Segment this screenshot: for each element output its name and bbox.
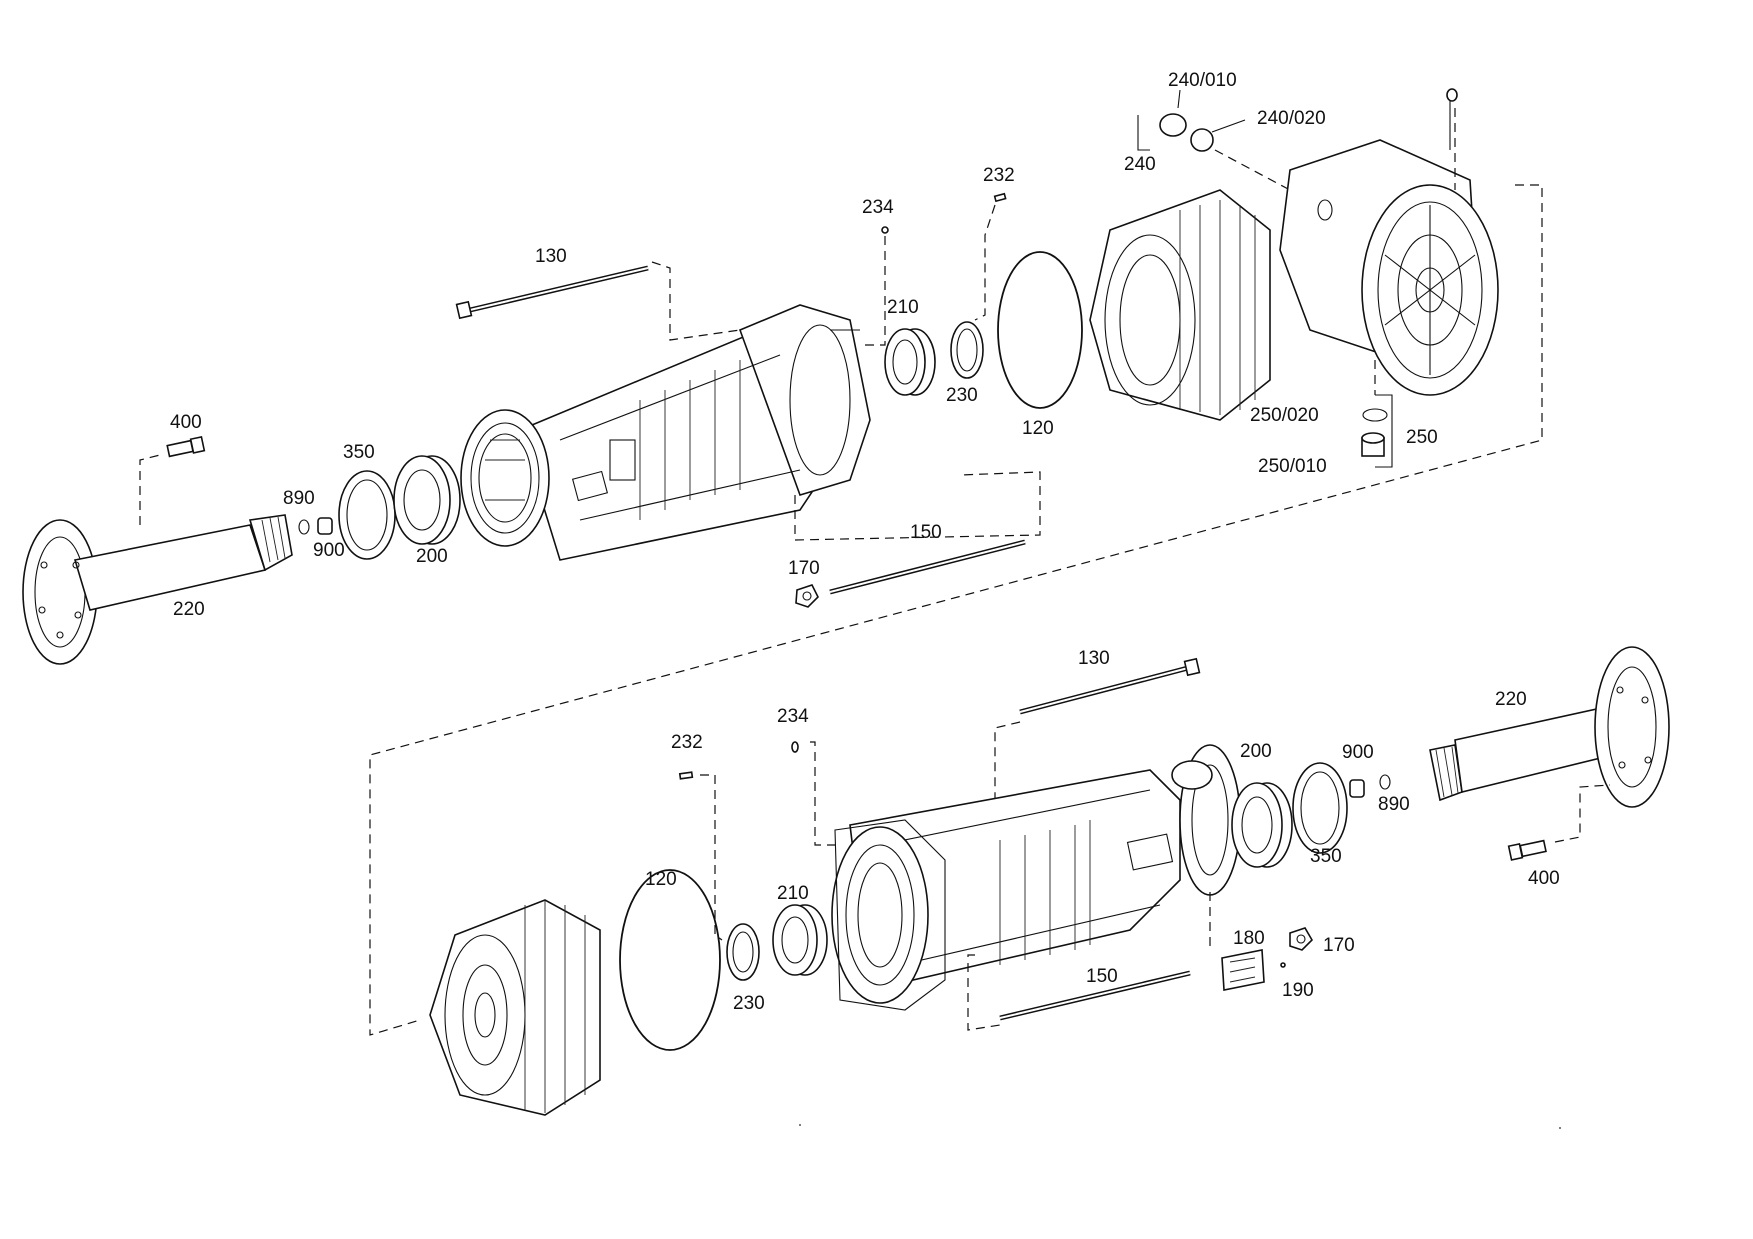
lower-nut-170 <box>1289 927 1314 951</box>
lower-bearing-210 <box>772 904 828 976</box>
label-upper-890: 890 <box>283 488 315 509</box>
lower-dash-232 <box>700 774 723 941</box>
label-lower-130: 130 <box>1078 648 1110 669</box>
label-upper-210: 210 <box>887 297 919 318</box>
upper-axle-shaft-220 <box>22 514 293 665</box>
lower-plate-180 <box>1221 949 1265 991</box>
label-upper-250: 250 <box>1406 427 1438 448</box>
upper-planetary-housing <box>1089 189 1271 421</box>
label-lower-180: 180 <box>1233 928 1265 949</box>
speck <box>799 1124 801 1126</box>
lower-bolt-130 <box>1019 657 1201 715</box>
label-upper-350: 350 <box>343 442 375 463</box>
upper-pin-232 <box>993 192 1007 203</box>
label-upper-170: 170 <box>788 558 820 579</box>
upper-dash-150 <box>794 471 1041 541</box>
label-upper-232: 232 <box>983 165 1015 186</box>
upper-dash-130 <box>651 261 741 341</box>
lower-planetary-housing <box>429 899 601 1116</box>
label-upper-240-010: 240/010 <box>1168 70 1237 91</box>
label-upper-120: 120 <box>1022 418 1054 439</box>
upper-ring-350 <box>338 470 396 560</box>
upper-ring-230 <box>950 321 984 379</box>
upper-assembly <box>22 88 1543 1036</box>
lower-dash-150 <box>967 954 1001 1031</box>
upper-dash-234 <box>860 236 886 346</box>
label-lower-120: 120 <box>645 869 677 890</box>
label-lower-400: 400 <box>1528 868 1560 889</box>
label-lower-220: 220 <box>1495 689 1527 710</box>
lower-bolt-400 <box>1507 839 1547 861</box>
label-lower-200: 200 <box>1240 741 1272 762</box>
upper-nut-170 <box>795 584 819 608</box>
upper-bracket-240 <box>1137 115 1150 151</box>
lower-rivet-190 <box>1280 962 1286 968</box>
label-lower-900: 900 <box>1342 742 1374 763</box>
label-upper-220: 220 <box>173 599 205 620</box>
upper-oring-120 <box>997 251 1083 409</box>
label-upper-200: 200 <box>416 546 448 567</box>
upper-bearing-200 <box>393 455 461 545</box>
lower-sleeve-900 <box>1349 779 1365 798</box>
label-lower-170: 170 <box>1323 935 1355 956</box>
upper-bearing-210 <box>884 328 936 396</box>
speck <box>1559 1127 1561 1129</box>
label-lower-150: 150 <box>1086 966 1118 987</box>
label-upper-150: 150 <box>910 522 942 543</box>
label-upper-250-010: 250/010 <box>1258 456 1327 477</box>
upper-plug-250-010 <box>1361 432 1385 457</box>
lower-dash-400 <box>1554 784 1611 843</box>
label-upper-900: 900 <box>313 540 345 561</box>
label-lower-210: 210 <box>777 883 809 904</box>
lower-dash-234 <box>810 741 840 846</box>
callout-labels: 130 234 232 210 230 120 240/010 240/020 … <box>170 70 1560 1014</box>
upper-bolt-130 <box>455 265 649 320</box>
upper-oring-250-020 <box>1362 408 1388 422</box>
upper-axle-housing <box>460 304 871 561</box>
upper-dash-400 <box>139 454 161 525</box>
label-upper-400: 400 <box>170 412 202 433</box>
upper-stud-150 <box>829 539 1026 595</box>
lower-axle-shaft-220 <box>1429 646 1670 808</box>
upper-seal-240-020 <box>1190 128 1214 152</box>
lower-bearing-200 <box>1231 782 1293 868</box>
upper-oring-890 <box>298 519 310 535</box>
label-upper-234: 234 <box>862 197 894 218</box>
label-lower-230: 230 <box>733 993 765 1014</box>
label-lower-890: 890 <box>1378 794 1410 815</box>
lower-dash-130 <box>959 721 1021 811</box>
lower-oring-890 <box>1379 774 1391 790</box>
upper-sleeve-900 <box>317 517 333 535</box>
label-upper-240-020: 240/020 <box>1257 108 1326 129</box>
upper-bolt-400 <box>166 435 206 458</box>
lower-ring-350 <box>1292 762 1348 854</box>
lower-ring-230 <box>726 923 760 981</box>
upper-bracket-250 <box>1375 394 1393 468</box>
label-upper-240: 240 <box>1124 154 1156 175</box>
label-lower-232: 232 <box>671 732 703 753</box>
label-upper-250-020: 250/020 <box>1250 405 1319 426</box>
label-lower-190: 190 <box>1282 980 1314 1001</box>
label-upper-230: 230 <box>946 385 978 406</box>
upper-hub-carrier <box>1279 88 1499 396</box>
label-upper-130: 130 <box>535 246 567 267</box>
label-lower-350: 350 <box>1310 846 1342 867</box>
upper-dash-232 <box>974 204 996 321</box>
label-lower-234: 234 <box>777 706 809 727</box>
lower-axle-housing <box>831 744 1241 1011</box>
lower-pin-232 <box>678 771 694 780</box>
lower-assembly <box>429 646 1670 1116</box>
lower-oring-120 <box>619 869 721 1051</box>
upper-lower-link <box>369 184 1543 1036</box>
lower-stud-150 <box>999 970 1191 1021</box>
lower-pin-234 <box>791 741 799 753</box>
upper-pin-234 <box>881 226 889 234</box>
upper-plug-240-010 <box>1159 113 1187 137</box>
